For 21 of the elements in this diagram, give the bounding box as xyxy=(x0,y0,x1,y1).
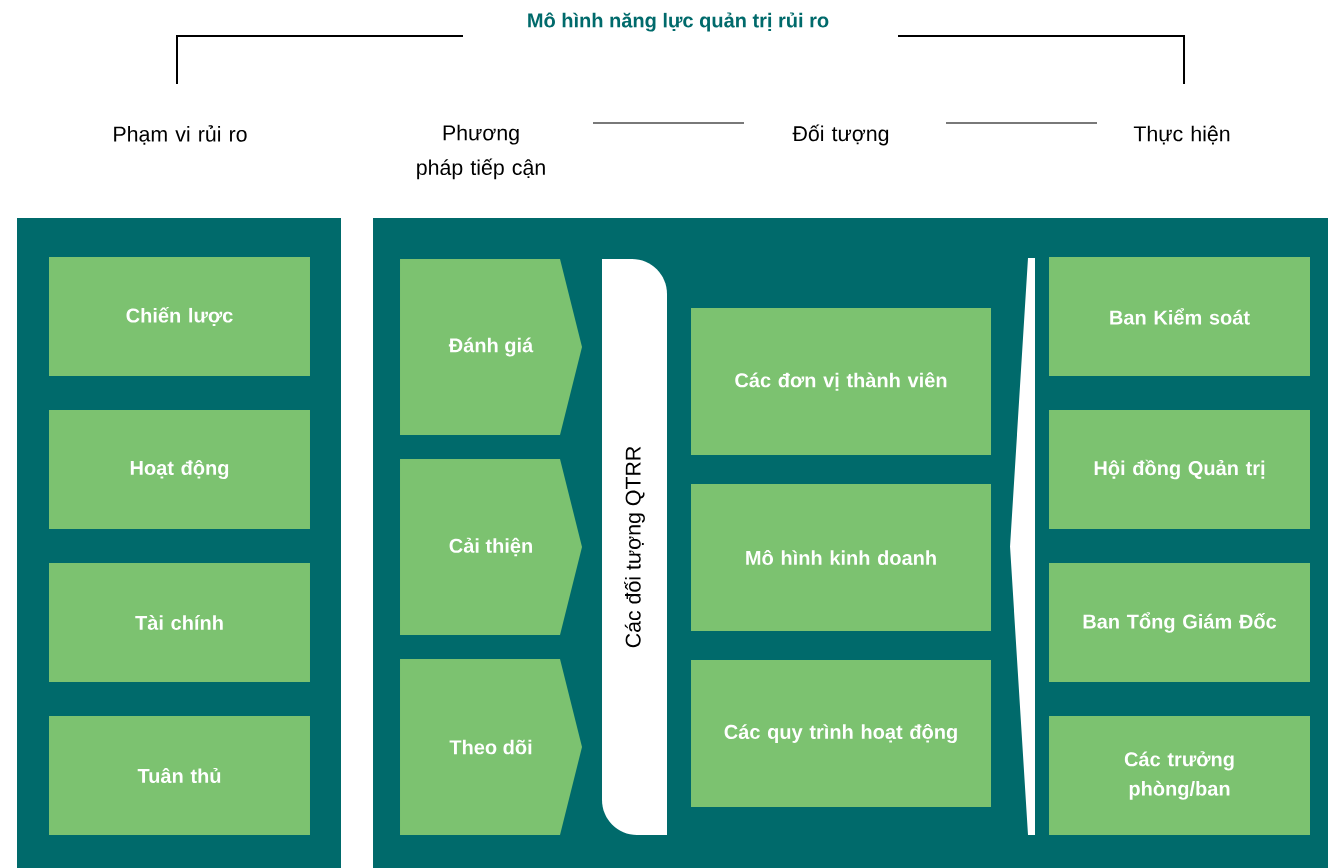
chevron-box: Theo dõi xyxy=(400,659,582,835)
process-box: Ban Tổng Giám Đốc xyxy=(1049,563,1310,682)
process-box: Tài chính xyxy=(49,563,310,682)
process-box: Các quy trình hoạt động xyxy=(691,660,991,807)
node-label: Đối tượng xyxy=(792,124,889,146)
wedge-shape xyxy=(1010,258,1035,835)
process-box: Hội đồng Quản trị xyxy=(1049,410,1310,529)
node-label: Phạm vi rủi ro xyxy=(114,125,247,145)
process-box: Ban Kiểm soát xyxy=(1049,257,1310,376)
process-box: Chiến lược xyxy=(49,257,310,376)
process-box: Các đơn vị thành viên xyxy=(691,308,991,455)
process-box: Các trưởng phòng/ban xyxy=(1049,716,1310,835)
node-label: Thực hiện xyxy=(1133,125,1230,145)
rounded-bar: Các đối tượng QTRR xyxy=(602,259,667,835)
chevron-box: Đánh giá xyxy=(400,259,582,435)
chevron-box: Cải thiện xyxy=(400,459,582,635)
process-box: Tuân thủ xyxy=(49,716,310,835)
title: Mô hình năng lực quản trị rủi ro xyxy=(528,12,829,32)
process-box: Mô hình kinh doanh xyxy=(691,484,991,631)
process-box: Hoạt động xyxy=(49,410,310,529)
node-label: Phương pháp tiếp cận xyxy=(417,124,545,180)
